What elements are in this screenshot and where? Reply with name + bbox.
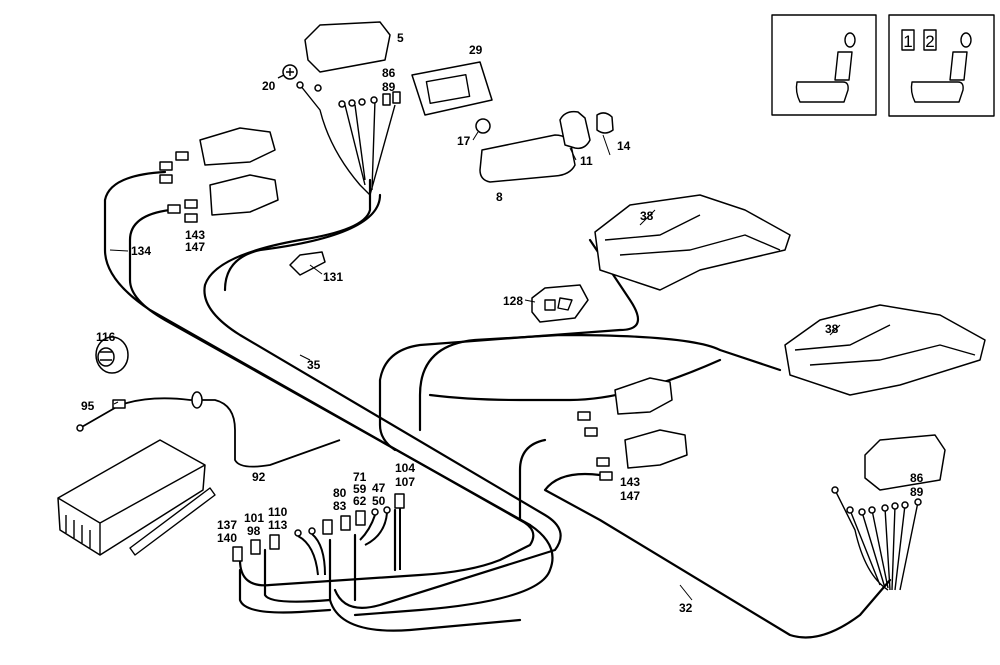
seat-unit-38-lower (784, 304, 986, 396)
label-38-upper: 38 (640, 209, 654, 223)
seat-memory-2-label: 2 (925, 32, 934, 51)
label-101: 101 (244, 511, 264, 525)
harness-terminal-connectors (232, 493, 405, 576)
label-89-right: 89 (910, 485, 924, 499)
label-32: 32 (679, 601, 693, 615)
wire-92-95 (76, 391, 341, 468)
switch-128 (531, 284, 589, 323)
switch-parts-8-11-14-17 (475, 110, 614, 183)
relay-module-right (831, 434, 946, 591)
label-29: 29 (469, 43, 483, 57)
label-86-right: 86 (910, 471, 924, 485)
label-128: 128 (503, 294, 523, 308)
label-143-lower: 143 (620, 475, 640, 489)
seat-unit-38-upper (594, 194, 791, 291)
label-50: 50 (372, 494, 386, 508)
label-86: 86 (382, 66, 396, 80)
label-59: 59 (353, 482, 367, 496)
control-panel-29 (411, 61, 493, 116)
label-35: 35 (307, 358, 321, 372)
label-8: 8 (496, 190, 503, 204)
label-71: 71 (353, 470, 367, 484)
label-47: 47 (372, 481, 386, 495)
label-110: 110 (268, 505, 288, 519)
label-20: 20 (262, 79, 276, 93)
seat-memory-1-label: 1 (903, 32, 912, 51)
connector-pair-center (577, 377, 688, 481)
label-95: 95 (81, 399, 95, 413)
wire-harness (103, 170, 892, 639)
seat-memory-1-icon (901, 29, 915, 51)
clip-131 (289, 251, 326, 276)
seat-memory-2-icon (923, 29, 937, 51)
label-92: 92 (252, 470, 266, 484)
connector-pair-upper-left (159, 127, 279, 223)
label-147: 147 (185, 240, 205, 254)
label-38-lower: 38 (825, 322, 839, 336)
seat-icon-box-1 (771, 14, 877, 116)
label-17: 17 (457, 134, 471, 148)
label-80: 80 (333, 486, 347, 500)
label-83: 83 (333, 499, 347, 513)
label-113: 113 (268, 518, 288, 532)
label-140: 140 (217, 531, 237, 545)
label-134: 134 (131, 244, 151, 258)
label-147-lower: 147 (620, 489, 640, 503)
relay-module-5 (277, 21, 401, 196)
label-62: 62 (353, 494, 367, 508)
seat-icon-box-2: 1 2 (888, 14, 995, 117)
control-unit (57, 439, 216, 556)
label-98: 98 (247, 524, 261, 538)
label-14: 14 (617, 139, 631, 153)
label-104: 104 (395, 461, 415, 475)
motor-116 (95, 336, 129, 374)
label-131: 131 (323, 270, 343, 284)
label-11: 11 (580, 154, 593, 168)
label-116: 116 (96, 330, 116, 344)
leader-lines (109, 131, 841, 601)
label-89: 89 (382, 80, 396, 94)
label-143: 143 (185, 228, 205, 242)
label-107: 107 (395, 475, 415, 489)
label-5: 5 (397, 31, 404, 45)
label-137: 137 (217, 518, 237, 532)
part-number-labels: 5 29 20 86 89 17 11 14 8 143 147 134 131… (81, 31, 924, 615)
